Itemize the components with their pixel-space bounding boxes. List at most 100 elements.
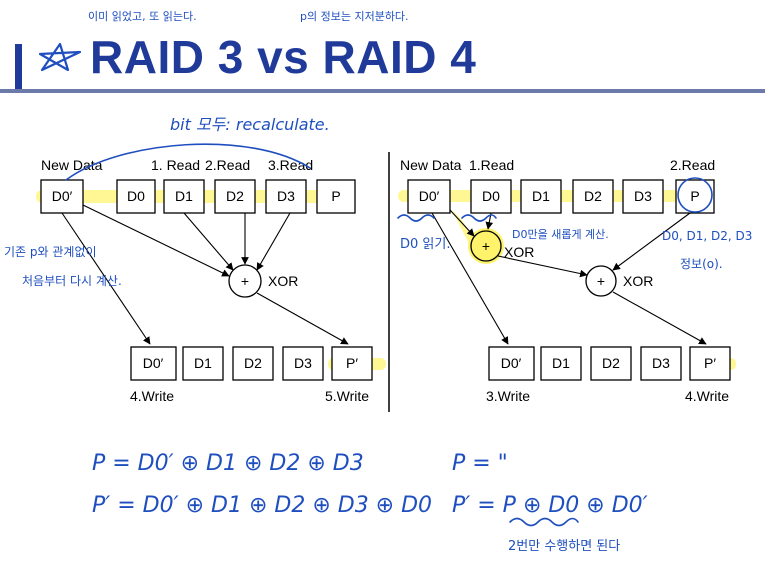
right-top-block-d1: D1 (520, 179, 562, 214)
left-xor-symbol: + (241, 273, 249, 289)
handwritten-left-side-1: 기존 p와 관계없이 (4, 245, 97, 259)
left-top-block-d0: D0 (116, 179, 156, 214)
handwritten-top-note-2: p의 정보는 지저분하다. (300, 9, 409, 23)
left-panel: New Data 1. Read 2.Read 3.Read D0′ D0 D1… (40, 157, 373, 404)
left-top-block-d3: D3 (265, 179, 307, 214)
right-new-data-label: New Data (400, 157, 462, 173)
left-bottom-block-d1: D1 (182, 346, 224, 381)
right-arrow-d0new-xor1 (449, 209, 475, 237)
svg-text:P: P (690, 188, 699, 204)
right-top-block-d2: D2 (572, 179, 614, 214)
svg-text:D3: D3 (277, 188, 295, 204)
left-xor-node (228, 264, 262, 298)
handwritten-p-note-2: 정보(o). (680, 257, 723, 271)
handwritten-arc (65, 143, 311, 181)
right-xor2-symbol: + (597, 273, 605, 289)
left-arrow-xor-p (256, 292, 349, 345)
left-write5-label: 5.Write (325, 388, 369, 404)
right-top-block-d0-new: D0′ (407, 179, 451, 214)
svg-text:D0′: D0′ (419, 188, 440, 204)
right-xor1-symbol: + (482, 238, 490, 254)
right-top-block-d0: D0 (470, 179, 512, 214)
right-arrow-p-xor2 (612, 212, 691, 271)
left-read2-label: 2.Read (205, 157, 250, 173)
svg-text:P: P (331, 188, 340, 204)
handwritten-left-side-2: 처음부터 다시 계산. (22, 274, 122, 288)
handwritten-underline (509, 517, 579, 527)
right-top-block-d3: D3 (622, 179, 664, 214)
formula-left-1: P = D0′ ⊕ D1 ⊕ D2 ⊕ D3 (92, 451, 364, 476)
right-bottom-block-d0-new: D0′ (488, 346, 535, 381)
handwritten-p-note-1: D0, D1, D2, D3 (662, 229, 752, 243)
right-write4-label: 4.Write (685, 388, 729, 404)
left-bottom-block-d3: D3 (282, 346, 324, 381)
handwritten-d0-only: D0만을 새롭게 계산. (512, 228, 609, 241)
svg-text:D3: D3 (294, 355, 312, 371)
svg-text:P′: P′ (346, 355, 358, 371)
svg-text:D1: D1 (552, 355, 570, 371)
right-read1-label: 1.Read (469, 157, 514, 173)
svg-text:D0′: D0′ (501, 355, 522, 371)
left-xor-label: XOR (268, 273, 298, 289)
handwritten-squiggle-1 (397, 214, 435, 222)
left-top-block-p: P (316, 179, 356, 214)
left-bottom-block-d0-new: D0′ (130, 346, 177, 381)
svg-text:D1: D1 (194, 355, 212, 371)
left-read3-label: 3.Read (268, 157, 313, 173)
title-accent-bar (15, 44, 22, 90)
handwritten-d0-read: D0 읽기. (400, 237, 450, 252)
right-write3-label: 3.Write (486, 388, 530, 404)
left-arrow-d3-xor (256, 212, 291, 271)
left-top-block-d2: D2 (214, 179, 256, 214)
left-top-block-d0-new: D0′ (40, 179, 84, 214)
handwritten-top-note-1: 이미 읽었고, 또 읽는다. (88, 10, 197, 23)
right-xor2-label: XOR (623, 273, 653, 289)
formula-right-2: P′ = P ⊕ D0 ⊕ D0′ (452, 493, 648, 518)
svg-text:D0: D0 (482, 188, 500, 204)
left-bottom-block-d2: D2 (232, 346, 274, 381)
right-xor2-node (585, 265, 617, 297)
left-arrow-d1-xor (183, 212, 234, 271)
right-bottom-block-d1: D1 (540, 346, 582, 381)
svg-text:D0′: D0′ (143, 355, 164, 371)
handwritten-circle-p (677, 177, 713, 213)
right-bottom-block-d2: D2 (590, 346, 632, 381)
right-panel: New Data 1.Read 2.Read D0′ D0 D1 D2 D3 P (400, 157, 731, 404)
svg-text:D1: D1 (175, 188, 193, 204)
star-icon (38, 42, 82, 72)
left-top-block-d1: D1 (163, 179, 205, 214)
right-bottom-block-p-new: P′ (689, 346, 731, 381)
highlight-xor (468, 228, 504, 264)
svg-text:D0: D0 (127, 188, 145, 204)
left-read1-label: 1. Read (151, 157, 200, 173)
handwritten-recalculate: bit 모두: recalculate. (170, 115, 330, 134)
svg-text:D3: D3 (634, 188, 652, 204)
right-arrow-d0new-write (431, 212, 509, 345)
right-arrow-xor2-p (612, 291, 707, 345)
left-arrow-d0new-write (61, 212, 151, 345)
formula-right-note: 2번만 수행하면 된다 (508, 538, 620, 554)
svg-text:D2: D2 (602, 355, 620, 371)
left-bottom-block-p-new: P′ (331, 346, 373, 381)
formula-right-1: P = " (452, 451, 508, 476)
svg-text:D2: D2 (244, 355, 262, 371)
svg-text:D0′: D0′ (52, 188, 73, 204)
slide-title: RAID 3 vs RAID 4 (90, 31, 477, 83)
left-new-data-label: New Data (41, 157, 103, 173)
right-read2-label: 2.Read (670, 157, 715, 173)
formula-left-2: P′ = D0′ ⊕ D1 ⊕ D2 ⊕ D3 ⊕ D0 (92, 493, 432, 518)
left-write4-label: 4.Write (130, 388, 174, 404)
right-arrow-xor1-xor2 (497, 255, 588, 278)
svg-text:P′: P′ (704, 355, 716, 371)
svg-text:D2: D2 (226, 188, 244, 204)
title-underline (0, 89, 765, 93)
handwritten-squiggle-2 (461, 214, 497, 222)
right-xor1-label: XOR (504, 244, 534, 260)
left-arrow-d0new-xor (82, 204, 230, 277)
svg-text:D3: D3 (652, 355, 670, 371)
right-bottom-block-d3: D3 (640, 346, 682, 381)
right-xor1-node (470, 230, 502, 262)
svg-text:D2: D2 (584, 188, 602, 204)
handwritten-annotations: 이미 읽었고, 또 읽는다. p의 정보는 지저분하다. bit 모두: rec… (4, 9, 752, 554)
svg-text:D1: D1 (532, 188, 550, 204)
